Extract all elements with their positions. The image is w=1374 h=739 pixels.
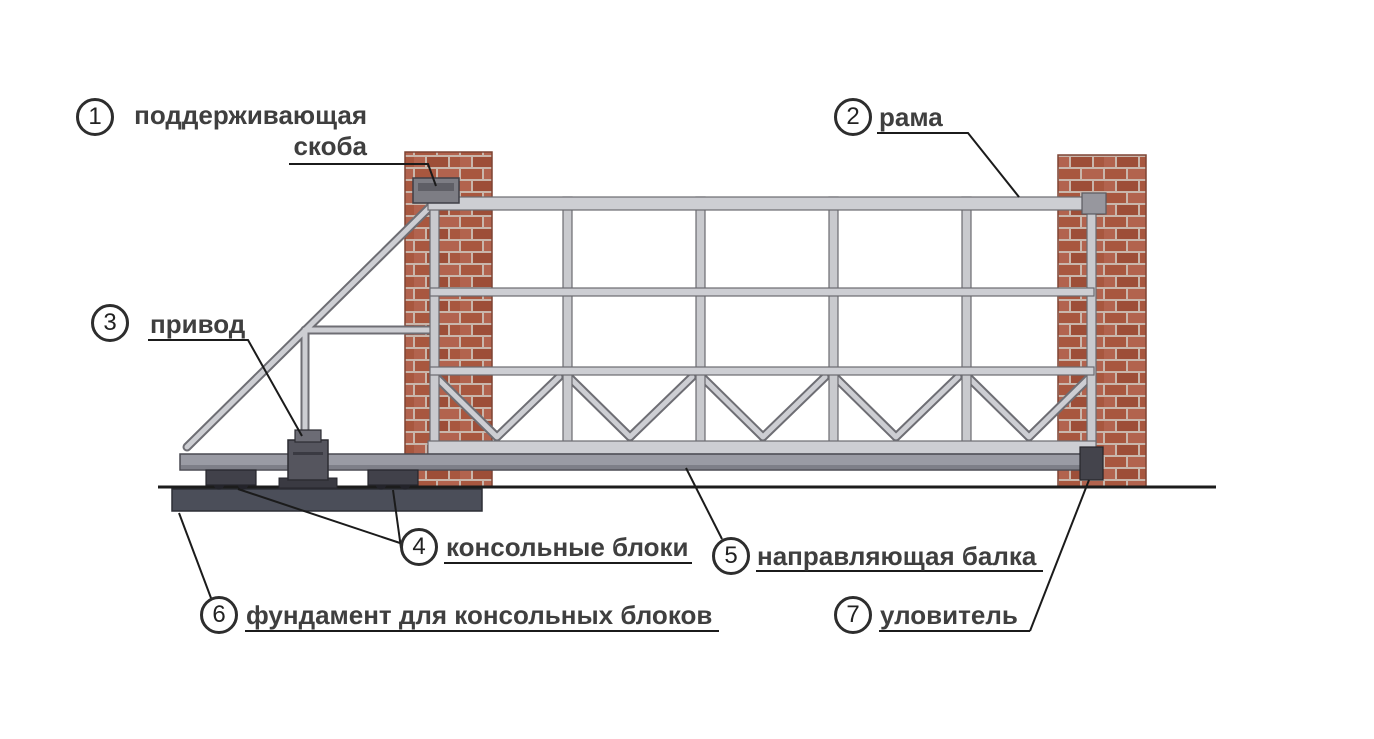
truss-members-outline [182,200,1095,452]
foundation [171,488,483,512]
gate-frame [182,192,1107,455]
callout-number-1: 1 [76,98,114,136]
truss-members-fill [184,202,1093,450]
leader-lines [148,132,1090,632]
frame-rails [427,196,1097,455]
callout-number-4: 4 [400,528,438,566]
label-foundation: фундамент для консольных блоков [246,600,713,630]
label-frame: рама [879,102,943,132]
cantilever-block-left [205,469,257,490]
callout-number-7: 7 [834,596,872,634]
callout-number-6: 6 [200,596,238,634]
support-bracket [412,177,460,204]
label-cantilever-blocks: консольные блоки [446,532,689,562]
label-guide-beam: направляющая балка [757,541,1037,571]
label-catcher: уловитель [880,600,1018,630]
drive-motor [278,429,338,489]
cantilever-block-right [367,469,419,490]
callout-number-2: 2 [834,98,872,136]
catcher [1079,446,1104,481]
frame-corner-plate [1081,192,1107,215]
callout-number-3: 3 [91,304,129,342]
label-supporting-bracket-line1: поддерживающая [134,100,367,130]
callout-number-5: 5 [712,537,750,575]
label-supporting-bracket: поддерживающая скоба [117,100,367,162]
label-supporting-bracket-line2: скоба [293,131,367,161]
label-drive: привод [150,309,246,339]
frame-posts [429,196,1097,455]
